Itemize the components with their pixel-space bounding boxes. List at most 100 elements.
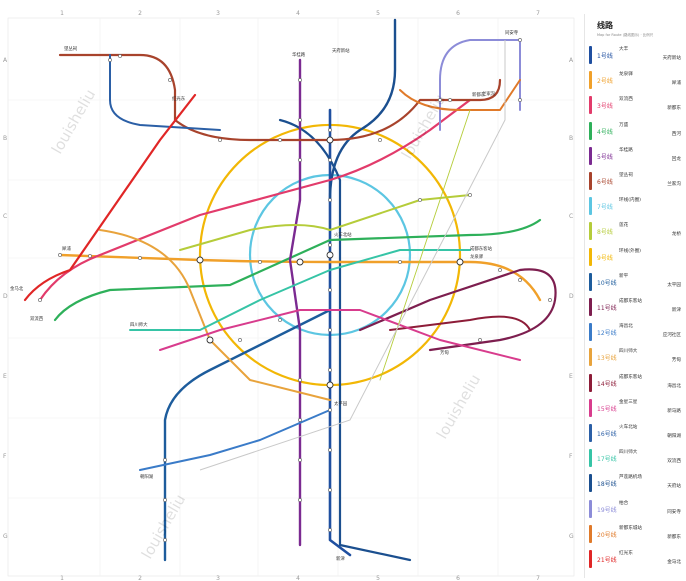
line-color-swatch <box>589 71 592 90</box>
line-terminus-to: 兰家沟 <box>667 182 681 187</box>
legend-row[interactable]: 18号线芦莲路机场天府站 <box>589 472 683 496</box>
station-marker <box>88 254 92 258</box>
line-name: 10号线 <box>597 279 617 287</box>
station-label: 犀浦 <box>62 245 71 252</box>
station-label: 成都东客站 <box>470 245 493 252</box>
line-color-swatch <box>589 499 592 518</box>
line-color-swatch <box>589 46 592 64</box>
metro-line <box>109 54 221 131</box>
station-marker <box>478 338 482 342</box>
station-marker <box>298 378 302 382</box>
line-name: 16号线 <box>597 431 617 438</box>
legend-row[interactable]: 6号线望丛祠兰家沟 <box>589 170 683 194</box>
line-terminus-to: 朝阳湖 <box>667 434 681 439</box>
line-color-swatch <box>589 474 592 493</box>
legend-row[interactable]: 17号线四川师大双流西 <box>589 447 683 471</box>
station-label: 太平园 <box>334 400 348 407</box>
line-color-swatch <box>589 323 592 342</box>
interchange-marker <box>196 256 204 264</box>
legend-row[interactable]: 10号线新平太平园 <box>589 271 683 295</box>
legend-row[interactable]: 12号线海昌北应河社区 <box>589 321 683 345</box>
metro-line <box>399 79 521 111</box>
metro-line <box>99 229 331 401</box>
line-color-swatch <box>589 96 592 115</box>
legend-subtitle: Map for Route (路线图示) · 比例尺 <box>597 33 654 37</box>
line-name: 13号线 <box>597 355 617 363</box>
station-marker <box>298 78 302 82</box>
legend-title: 线路 <box>597 21 613 30</box>
grid-row-label: F <box>569 453 573 460</box>
line-terminus-to: 新都东 <box>667 534 681 540</box>
line-name: 18号线 <box>597 481 617 489</box>
station-marker <box>498 268 502 272</box>
line-name: 6号线 <box>597 179 613 186</box>
legend-row[interactable]: 13号线四川师大芳甸 <box>589 346 683 370</box>
metro-line <box>198 123 462 387</box>
line-terminus-to: 金马北 <box>667 560 681 565</box>
station-label: 兰家沟 <box>482 90 496 97</box>
legend-row[interactable]: 14号线成都东客站海昌北 <box>589 372 683 396</box>
station-marker <box>298 158 302 162</box>
grid-frame <box>7 17 575 577</box>
legend-row[interactable]: 5号线华桂路回龙 <box>589 145 683 169</box>
station-marker <box>328 488 332 492</box>
legend-row[interactable]: 11号线成都东客站新津 <box>589 296 683 320</box>
metro-line <box>379 109 471 381</box>
station-label: 望丛祠 <box>64 45 78 52</box>
station-label: 四川师大 <box>130 321 148 328</box>
grid-column-label: 3 <box>216 10 220 17</box>
line-name: 20号线 <box>597 531 617 539</box>
line-name: 3号线 <box>597 103 613 111</box>
station-marker <box>418 198 422 202</box>
metro-line <box>38 98 472 302</box>
grid-row-label: C <box>3 213 7 220</box>
line-terminus-to: 新马路 <box>667 408 681 414</box>
station-marker <box>328 158 332 162</box>
interchange-marker <box>456 258 464 266</box>
metro-line <box>199 40 506 471</box>
grid-row-label: C <box>569 213 573 220</box>
grid-row-label: G <box>3 533 8 540</box>
legend-row[interactable]: 7号线环线(内圈) <box>589 195 683 219</box>
line-name: 15号线 <box>597 405 617 413</box>
legend-row[interactable]: 2号线龙泉驿犀浦 <box>589 69 683 93</box>
metro-line <box>278 118 412 562</box>
legend-row[interactable]: 20号线新都东城站新都东 <box>589 523 683 547</box>
line-name: 1号线 <box>597 53 613 60</box>
line-terminus-from: 芦莲路机场 <box>619 475 642 481</box>
legend-row[interactable]: 1号线大丰天府新站 <box>589 44 683 68</box>
station-marker <box>298 118 302 122</box>
station-marker <box>518 38 522 42</box>
line-terminus-to: 天府新站 <box>662 56 681 61</box>
station-label: 华桂路 <box>292 51 306 58</box>
station-marker <box>168 78 172 82</box>
grid-column-label: 7 <box>536 10 540 17</box>
legend-row[interactable]: 15号线金星三星新马路 <box>589 397 683 421</box>
metro-line <box>159 309 521 361</box>
legend-row[interactable]: 8号线莲花龙桥 <box>589 220 683 244</box>
legend-row[interactable]: 16号线火车北站朝阳湖 <box>589 422 683 446</box>
interchange-marker <box>326 251 334 259</box>
legend-row[interactable]: 21号线红光东金马北 <box>589 548 683 572</box>
legend-row[interactable]: 3号线双流西新都东 <box>589 94 683 118</box>
line-terminus-from: 火车北站 <box>619 425 638 430</box>
legend-row[interactable]: 9号线环线(外圈) <box>589 246 683 270</box>
station-marker <box>328 368 332 372</box>
metro-line <box>23 93 197 302</box>
grid-row-label: A <box>3 57 8 64</box>
station-marker <box>108 58 112 62</box>
metro-line <box>288 58 302 547</box>
grid-column-label: 3 <box>216 575 220 581</box>
line-terminus-from: 四川师大 <box>619 450 638 456</box>
line-terminus-from: 双流西 <box>619 97 633 103</box>
line-color-swatch <box>589 172 592 190</box>
line-name: 14号线 <box>597 380 617 388</box>
metro-line <box>53 218 542 322</box>
legend-row[interactable]: 4号线万盛西河 <box>589 120 683 144</box>
legend-row[interactable]: 19号线柏合同安寺 <box>589 498 683 522</box>
line-color-swatch <box>589 121 592 140</box>
watermark-text: louisheliu <box>48 86 99 157</box>
